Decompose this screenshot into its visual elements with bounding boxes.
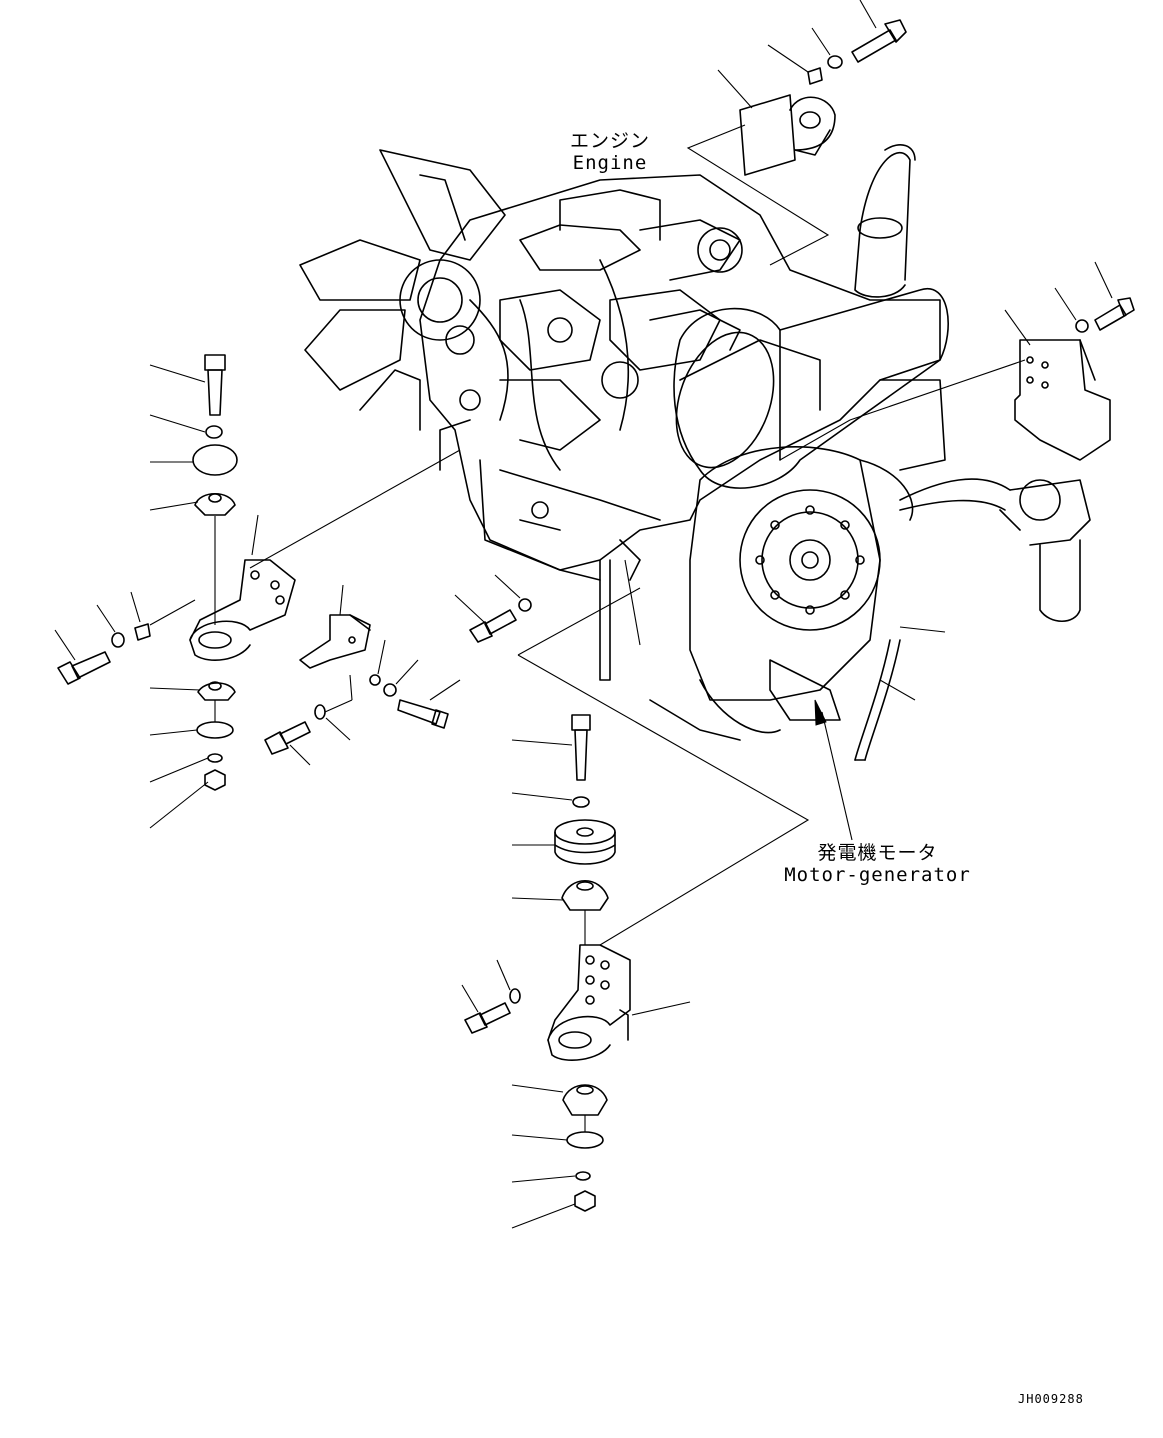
left-mount-bolt xyxy=(205,355,225,415)
lower-plate xyxy=(567,1132,603,1148)
left-bolt-horizontal xyxy=(58,652,110,684)
lower-washer-1 xyxy=(573,797,589,807)
hose xyxy=(600,560,900,760)
motor-generator-housing xyxy=(690,380,945,733)
left-plate-lower xyxy=(197,722,233,738)
engine-label-jp: エンジン xyxy=(569,130,650,152)
fuel-filter xyxy=(900,479,1090,621)
lower-mount-bolt xyxy=(572,715,590,780)
lower-nut xyxy=(575,1191,595,1211)
lower-mount-bracket xyxy=(548,945,630,1060)
engine-block xyxy=(420,175,940,580)
upper-collar xyxy=(808,68,822,84)
left-washer-2 xyxy=(112,633,124,647)
upper-mount-bracket xyxy=(740,95,835,175)
motor-generator-label-jp: 発電機モータ xyxy=(817,842,938,864)
leader-lines xyxy=(55,0,1112,1228)
muffler xyxy=(659,145,948,488)
center-bolt xyxy=(470,610,516,642)
left-nut xyxy=(205,770,225,790)
right-bolt xyxy=(1095,298,1134,330)
left-washer-1 xyxy=(206,426,222,438)
upper-bolt xyxy=(852,20,906,62)
engine-label-en: Engine xyxy=(572,152,648,174)
small-bracket-washer xyxy=(384,684,396,696)
left-collar xyxy=(135,624,150,640)
right-washer xyxy=(1076,320,1088,332)
drawing-code: JH009288 xyxy=(1018,1392,1084,1406)
lower-bracket-bolt xyxy=(465,1003,510,1033)
right-mount-bracket xyxy=(1015,340,1110,460)
engine-label: エンジン Engine xyxy=(560,130,660,174)
motor-generator-label-en: Motor-generator xyxy=(784,864,971,886)
left-mount-bracket xyxy=(190,560,295,660)
upper-washer xyxy=(828,56,842,68)
lower-washer-2 xyxy=(576,1172,590,1180)
cooling-fan xyxy=(300,150,505,430)
small-bracket-nut xyxy=(370,675,380,685)
left-washer-3 xyxy=(208,754,222,762)
motor-generator-label: 発電機モータ Motor-generator xyxy=(775,842,980,886)
center-washer xyxy=(519,599,531,611)
lower-rubber-mount xyxy=(555,820,615,864)
lower-rubber-cushion xyxy=(563,1085,607,1115)
small-bracket xyxy=(300,615,370,668)
motor-generator-arrowhead xyxy=(815,700,826,725)
left-rubber-cushion xyxy=(195,494,235,515)
engine-assembly xyxy=(300,145,1090,760)
small-bracket-lower-washer xyxy=(315,705,325,719)
small-bracket-bolt xyxy=(398,700,448,728)
lower-bracket-washer xyxy=(510,989,520,1003)
lower-cushion xyxy=(562,881,608,910)
small-bracket-lower-bolt xyxy=(265,722,310,754)
left-rubber-cushion-lower xyxy=(198,682,235,700)
left-cushion-plate xyxy=(193,445,237,475)
